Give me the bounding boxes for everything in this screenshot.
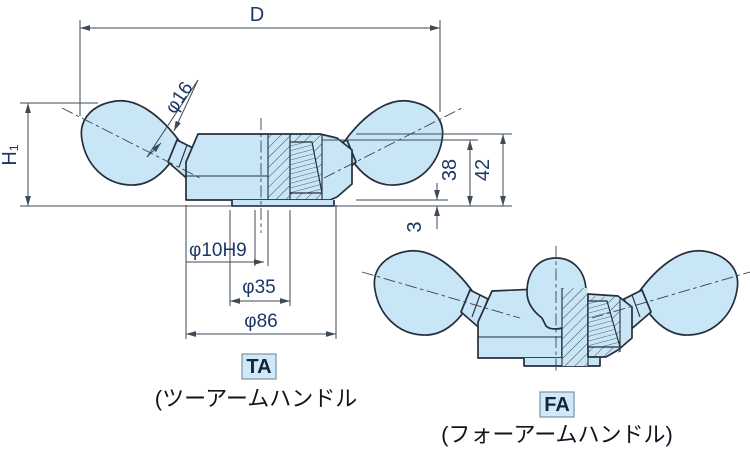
fa-right-arm-centerline	[591, 271, 750, 319]
fa-caption: (フォーアームハンドル)	[441, 422, 673, 447]
fa-badge-box	[539, 391, 575, 418]
ta-left-arm-centerline	[61, 107, 201, 179]
fa-left-knob	[373, 249, 474, 336]
dim-42-label: 42	[472, 159, 494, 181]
ta-badge-label: TA	[246, 356, 271, 378]
ta-hub-boss	[231, 200, 335, 207]
ta-handle-figure	[61, 99, 463, 233]
dim-38-label: 38	[439, 159, 461, 181]
fa-badge-label: FA	[544, 394, 570, 416]
dim-bore-label: φ10H9	[189, 240, 247, 261]
fa-right-stem-ring	[631, 294, 641, 318]
ta-left-stem-ring	[178, 144, 188, 168]
dim-H1-label: H₁	[0, 144, 21, 165]
fa-section-hatch	[562, 288, 588, 366]
dim-phi86-label: φ86	[244, 311, 277, 332]
ta-badge-box	[241, 353, 277, 380]
dim-phi16-arrow-upper	[173, 79, 199, 132]
fa-left-arm-centerline	[361, 271, 521, 319]
fa-handle-figure	[361, 246, 750, 374]
dim-phi16-arrow-lower	[146, 142, 162, 158]
ta-thread-section	[289, 141, 323, 194]
ta-right-arm-centerline	[323, 107, 463, 179]
dim-phi35-label: φ35	[242, 277, 275, 298]
fa-right-knob	[638, 249, 739, 336]
dim-phi16-label: φ16	[161, 78, 197, 117]
fa-thread-section	[587, 300, 621, 348]
ta-caption: (ツーアームハンドル	[155, 386, 357, 411]
dim-D-label: D	[250, 4, 264, 26]
fa-left-stem-ring	[471, 294, 481, 318]
ta-dimensions	[20, 20, 512, 339]
dim-3-label: 3	[404, 221, 426, 232]
